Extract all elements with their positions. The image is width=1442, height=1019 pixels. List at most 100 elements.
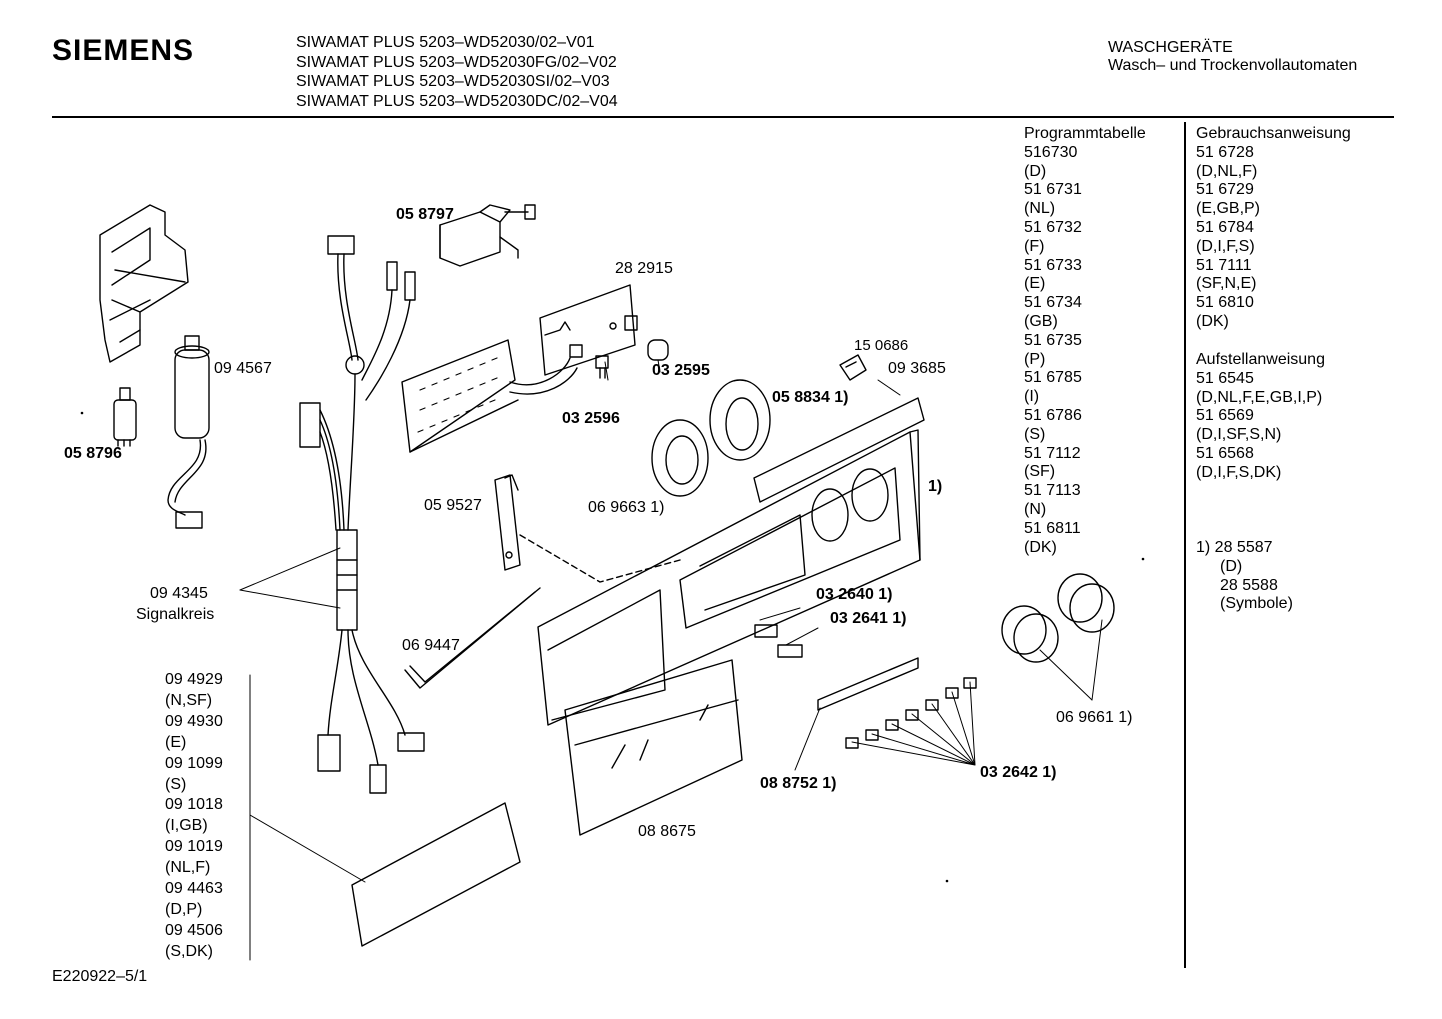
doc-line: (D) bbox=[1024, 162, 1047, 180]
variant-line: 09 4463 bbox=[165, 880, 223, 898]
doc-line: 51 6732 bbox=[1024, 218, 1082, 236]
aufstellanweisung-title: Aufstellanweisung bbox=[1196, 351, 1325, 368]
doc-line: 516730 bbox=[1024, 143, 1078, 161]
variant-line: (D,P) bbox=[165, 900, 203, 918]
part-label: 06 9663 1) bbox=[588, 499, 665, 516]
doc-line: 51 7112 bbox=[1024, 444, 1081, 462]
panel-door bbox=[564, 659, 743, 836]
doc-line: (N) bbox=[1024, 500, 1047, 518]
variant-line: 09 1019 bbox=[165, 838, 223, 856]
model-line: SIWAMAT PLUS 5203–WD52030/02–V01 bbox=[296, 34, 595, 51]
category-title: WASCHGERÄTE bbox=[1108, 39, 1233, 56]
variant-line: (N,SF) bbox=[165, 691, 213, 709]
doc-line: 51 6731 bbox=[1024, 181, 1082, 199]
button-strip bbox=[817, 657, 919, 711]
doc-line: 51 6568 bbox=[1196, 444, 1254, 462]
model-line: SIWAMAT PLUS 5203–WD52030FG/02–V02 bbox=[296, 53, 617, 71]
part-label: 05 8796 bbox=[64, 445, 122, 462]
variant-line: 09 4930 bbox=[165, 712, 223, 730]
doc-line: 51 7111 bbox=[1196, 256, 1252, 274]
category-subtitle: Wasch– und Trockenvollautomaten bbox=[1108, 57, 1358, 74]
doc-line: (S) bbox=[1024, 425, 1046, 443]
variant-line: (S) bbox=[165, 775, 187, 793]
mounting-bracket bbox=[99, 204, 189, 363]
linkage-rod bbox=[404, 587, 541, 689]
doc-line: 51 6811 bbox=[1024, 519, 1081, 537]
variant-line: (NL,F) bbox=[165, 859, 211, 877]
part-label: 03 2642 1) bbox=[980, 764, 1057, 781]
part-label: 09 4345 bbox=[150, 585, 208, 602]
stray-dots bbox=[80, 411, 1145, 883]
doc-line: (GB) bbox=[1024, 312, 1058, 330]
doc-line: (SF,N,E) bbox=[1196, 275, 1257, 293]
programmtabelle-title: Programmtabelle bbox=[1024, 125, 1146, 142]
part-label: 08 8675 bbox=[638, 823, 696, 840]
knob-rings bbox=[651, 379, 771, 497]
doc-line: 51 6728 bbox=[1196, 143, 1254, 161]
model-line: SIWAMAT PLUS 5203–WD52030SI/02–V03 bbox=[296, 73, 610, 90]
doc-line: (D,I,F,S) bbox=[1196, 237, 1255, 255]
part-label: 06 9447 bbox=[402, 637, 460, 654]
aufstellanweisung-column: Aufstellanweisung 51 6545 (D,NL,F,E,GB,I… bbox=[1196, 351, 1325, 483]
gebrauchsanweisung-title: Gebrauchsanweisung bbox=[1196, 125, 1351, 142]
part-label: 09 4567 bbox=[214, 360, 272, 377]
drawing-code: E220922–5/1 bbox=[52, 968, 148, 985]
part-label: 08 8752 1) bbox=[760, 775, 837, 792]
doc-line: 51 6786 bbox=[1024, 406, 1082, 424]
control-knobs bbox=[1001, 573, 1115, 663]
front-panel bbox=[537, 397, 925, 726]
variant-line: (I,GB) bbox=[165, 817, 208, 835]
part-label: 09 3685 bbox=[888, 360, 946, 377]
doc-line: 51 6734 bbox=[1024, 294, 1082, 312]
part-label: 1) bbox=[928, 478, 943, 495]
doc-line: (E,GB,P) bbox=[1196, 200, 1261, 218]
doc-line: (DK) bbox=[1196, 312, 1229, 330]
model-line: SIWAMAT PLUS 5203–WD52030DC/02–V04 bbox=[296, 92, 618, 110]
variant-line: 09 1099 bbox=[165, 754, 223, 772]
doc-line: (NL) bbox=[1024, 200, 1056, 218]
variant-line: 09 4929 bbox=[165, 671, 223, 688]
doc-line: (D,NL,F) bbox=[1196, 162, 1258, 180]
suppressor bbox=[113, 387, 137, 447]
doc-line: 51 6733 bbox=[1024, 256, 1082, 274]
footnote-line: 1) 28 5587 bbox=[1196, 539, 1273, 556]
variant-line: (S,DK) bbox=[165, 942, 213, 960]
footnote: 1) 28 5587 (D) 28 5588 (Symbole) bbox=[1196, 539, 1293, 614]
doc-line: (P) bbox=[1024, 350, 1046, 368]
wiring-harness bbox=[299, 235, 425, 794]
footnote-line: (D) bbox=[1220, 557, 1243, 575]
model-list: SIWAMAT PLUS 5203–WD52030/02–V01 SIWAMAT… bbox=[296, 33, 618, 111]
control-pcb bbox=[539, 284, 638, 376]
header-divider bbox=[52, 116, 1394, 118]
capacitor bbox=[167, 335, 210, 529]
cover-plate bbox=[351, 802, 521, 947]
part-label: 05 8834 1) bbox=[772, 389, 849, 406]
part-label: 05 9527 bbox=[424, 497, 482, 514]
doc-line: 51 6735 bbox=[1024, 331, 1082, 349]
part-label: 05 8797 bbox=[396, 206, 454, 223]
variant-list: 09 4929 (N,SF) 09 4930 (E) 09 1099 (S) 0… bbox=[165, 670, 223, 963]
part-label: 03 2640 1) bbox=[816, 586, 893, 603]
doc-line: (SF) bbox=[1024, 463, 1056, 481]
leader-lines bbox=[239, 359, 1103, 961]
doc-line: 51 6784 bbox=[1196, 218, 1254, 236]
programmtabelle-column: Programmtabelle 516730 (D) 51 6731 (NL) … bbox=[1024, 125, 1146, 557]
push-buttons bbox=[845, 677, 977, 749]
footnote-line: (Symbole) bbox=[1220, 595, 1293, 613]
part-label: 03 2596 bbox=[562, 410, 620, 427]
doc-line: (D,NL,F,E,GB,I,P) bbox=[1196, 388, 1323, 406]
doc-line: (DK) bbox=[1024, 538, 1057, 556]
gebrauchsanweisung-column: Gebrauchsanweisung 51 6728 (D,NL,F) 51 6… bbox=[1196, 125, 1351, 332]
doc-line: 51 6729 bbox=[1196, 181, 1254, 199]
doc-line: 51 6785 bbox=[1024, 369, 1082, 387]
display-board bbox=[401, 339, 578, 453]
part-label: 06 9661 1) bbox=[1056, 709, 1133, 726]
column-divider bbox=[1184, 122, 1186, 968]
part-label: 28 2915 bbox=[615, 260, 673, 277]
variant-line: (E) bbox=[165, 733, 187, 751]
doc-line: (F) bbox=[1024, 237, 1045, 255]
part-label: Signalkreis bbox=[136, 606, 215, 623]
doc-line: (E) bbox=[1024, 275, 1046, 293]
part-label: 15 0686 bbox=[854, 337, 909, 354]
